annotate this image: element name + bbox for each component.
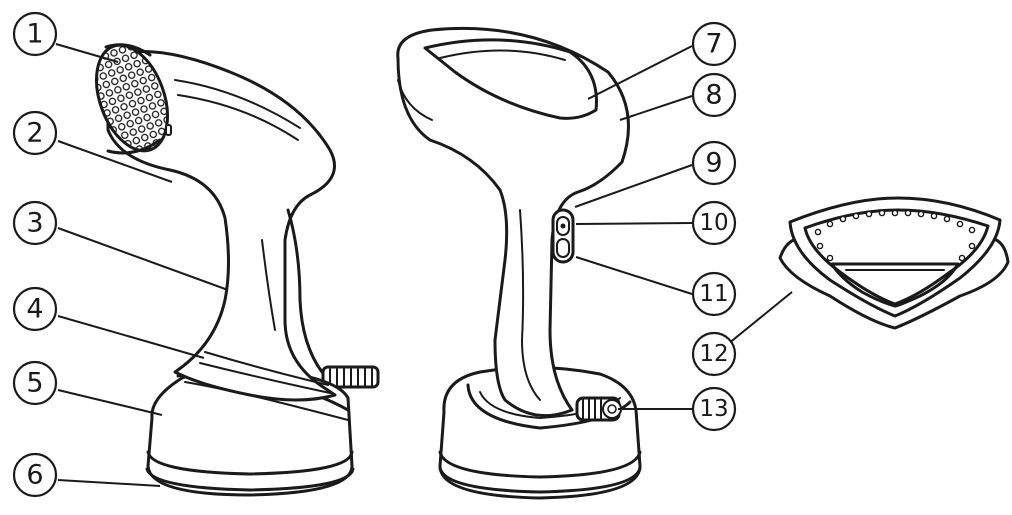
callout-12: 12 bbox=[691, 331, 737, 377]
handle-body-rear bbox=[396, 26, 630, 418]
brush-attachment bbox=[778, 196, 1010, 330]
power-cord-rear bbox=[575, 396, 622, 422]
steamer-side-view bbox=[95, 43, 380, 497]
callout-2-label: 2 bbox=[26, 118, 43, 149]
callout-3-label: 3 bbox=[26, 208, 43, 239]
callout-13: 13 bbox=[691, 386, 737, 432]
callout-7: 7 bbox=[691, 21, 737, 67]
callout-5-label: 5 bbox=[26, 368, 43, 399]
callout-6-label: 6 bbox=[26, 460, 43, 491]
callout-13-label: 13 bbox=[699, 396, 728, 422]
control-panel bbox=[551, 208, 575, 264]
steam-button bbox=[556, 238, 570, 258]
callout-3: 3 bbox=[12, 200, 58, 246]
callout-4: 4 bbox=[12, 286, 58, 332]
callout-10-label: 10 bbox=[699, 210, 728, 236]
handle-body bbox=[106, 50, 337, 402]
callout-6: 6 bbox=[12, 452, 58, 498]
callout-12-label: 12 bbox=[699, 341, 728, 367]
callout-1: 1 bbox=[12, 11, 58, 57]
callout-11: 11 bbox=[691, 271, 737, 317]
callout-10: 10 bbox=[691, 200, 737, 246]
leader-lines bbox=[55, 43, 793, 487]
callout-11-label: 11 bbox=[699, 281, 728, 307]
steam-plate bbox=[95, 43, 169, 155]
indicator-slot bbox=[165, 124, 172, 136]
bristle-holes bbox=[814, 209, 976, 262]
callout-8-label: 8 bbox=[705, 80, 722, 111]
callout-1-label: 1 bbox=[26, 19, 43, 50]
callout-7-label: 7 bbox=[705, 29, 722, 60]
callout-2: 2 bbox=[12, 110, 58, 156]
power-cord-spring bbox=[321, 365, 380, 389]
callout-5: 5 bbox=[12, 360, 58, 406]
steamer-rear-view bbox=[396, 26, 642, 500]
callout-9: 9 bbox=[691, 140, 737, 186]
callout-8: 8 bbox=[691, 72, 737, 118]
callout-9-label: 9 bbox=[705, 148, 722, 179]
callout-4-label: 4 bbox=[26, 294, 43, 325]
